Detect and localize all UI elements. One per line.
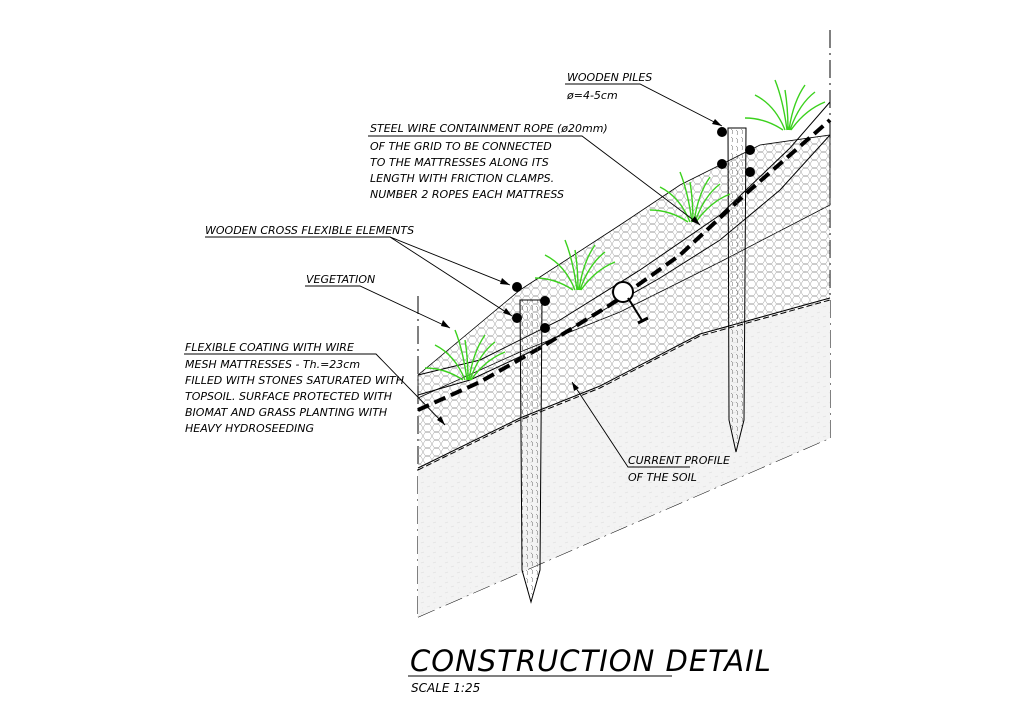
label-vegetation: VEGETATION — [306, 273, 375, 286]
label-current-soil-profile: CURRENT PROFILE OF THE SOIL — [628, 454, 734, 484]
soil-mass — [418, 300, 830, 617]
cross-flexible-elements — [512, 127, 755, 333]
current-soil-profile-line — [417, 299, 831, 471]
label-flexible-coating: FLEXIBLE COATING WITH WIRE MESH MATTRESS… — [185, 341, 407, 435]
drawing-scale: SCALE 1:25 — [411, 681, 480, 695]
label-steel-wire-rope: STEEL WIRE CONTAINMENT ROPE (ø20mm) OF T… — [370, 122, 611, 201]
wooden-pile-right — [727, 127, 747, 453]
vegetation-tufts — [424, 79, 826, 381]
label-wooden-piles: WOODEN PILES ø=4-5cm — [566, 71, 656, 102]
steel-wire-rope — [417, 118, 832, 412]
leader-lines — [184, 83, 723, 468]
wooden-pile-left — [519, 299, 543, 604]
drawing-title: CONSTRUCTION DETAIL — [410, 644, 772, 678]
friction-clamp — [612, 281, 649, 325]
label-wooden-cross-elements: WOODEN CROSS FLEXIBLE ELEMENTS — [205, 224, 414, 237]
